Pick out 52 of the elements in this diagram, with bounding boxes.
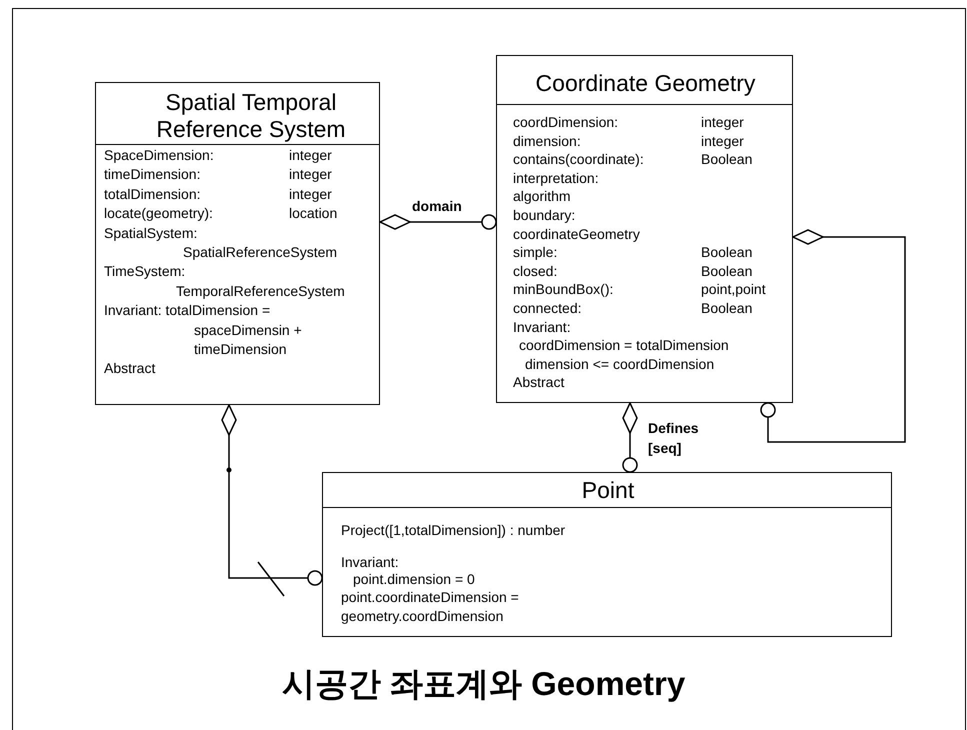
type-label: integer [701, 113, 744, 132]
caption: 시공간 좌표계와 Geometry [280, 664, 686, 704]
attribute-label: coordDimension: [513, 113, 618, 132]
constraint-text: Invariant: [341, 553, 399, 572]
attribute-label: timeDimension: [104, 165, 200, 184]
type-label: Boolean [701, 243, 752, 262]
constraint-text: spaceDimensin + timeDimension [194, 320, 303, 359]
attribute-label: boundary: [513, 206, 576, 225]
constraint-text: point.dimension = 0 [353, 570, 475, 589]
class-title: Coordinate Geometry [534, 70, 756, 97]
class-title: Point [580, 477, 636, 504]
attribute-label: SpatialSystem: [104, 224, 198, 243]
attribute-label: contains(coordinate): [513, 150, 644, 170]
type-label: Boolean [701, 262, 752, 281]
constraint-text: point.coordinateDimension = geometry.coordDimension [341, 588, 520, 626]
association-line [622, 402, 638, 473]
constraint-text: Invariant: totalDimension = [104, 301, 270, 320]
attribute-label: SpaceDimension: [104, 146, 214, 165]
constraint-text: coordDimension = totalDimension [519, 336, 729, 356]
type-label: integer [289, 146, 332, 165]
association-line [379, 214, 497, 230]
attribute-label: connected: [513, 299, 582, 318]
type-label: location [289, 204, 338, 224]
class-title: Spatial Temporal Reference System [155, 89, 347, 143]
attribute-label: minBoundBox(): [513, 280, 614, 300]
attribute-label: SpatialReferenceSystem [183, 243, 338, 262]
class-box [322, 472, 892, 637]
attribute-label: simple: [513, 243, 558, 262]
type-label: Boolean [701, 150, 752, 170]
attribute-label: interpretation: [513, 168, 599, 188]
attribute-label: TimeSystem: [104, 262, 186, 282]
constraint-text: dimension <= coordDimension [525, 354, 714, 374]
type-label: integer [701, 132, 744, 151]
attribute-label: dimension: [513, 132, 581, 151]
class-box [95, 82, 380, 405]
operation-label: Project([1,totalDimension]) : number [341, 521, 566, 540]
type-label: integer [289, 165, 332, 184]
attribute-label: locate(geometry): [104, 204, 213, 224]
attribute-label: TemporalReferenceSystem [176, 282, 345, 301]
class-box [496, 55, 793, 403]
stereotype-label: Abstract [104, 359, 156, 378]
constraint-text: Invariant: [513, 318, 571, 337]
type-label: integer [289, 184, 332, 204]
association-line [760, 229, 906, 443]
type-label: Boolean [701, 299, 752, 318]
type-label: point,point [701, 280, 766, 300]
attribute-label: totalDimension: [104, 184, 200, 204]
attribute-label: coordinateGeometry [513, 224, 640, 244]
association-line [221, 404, 323, 596]
attribute-label: algorithm [513, 187, 571, 206]
stereotype-label: Abstract [513, 373, 564, 392]
attribute-label: closed: [513, 262, 558, 281]
